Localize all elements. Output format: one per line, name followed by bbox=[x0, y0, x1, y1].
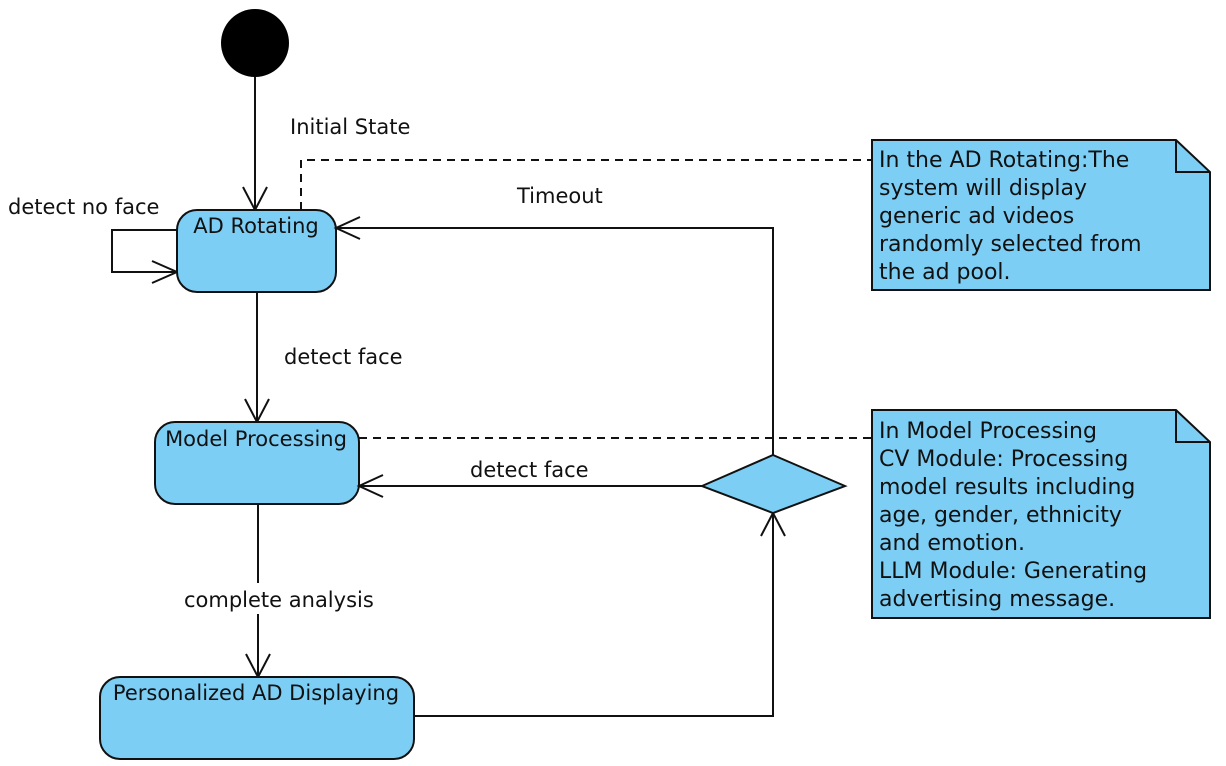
label-initial-state: Initial State bbox=[290, 115, 410, 139]
note-model-processing-line-1: In Model Processing bbox=[879, 419, 1097, 444]
state-personalized-ad-label: Personalized AD Displaying bbox=[113, 681, 399, 705]
state-model-processing-label: Model Processing bbox=[165, 427, 347, 451]
initial-node bbox=[221, 9, 289, 77]
note-ad-rotating-line-2: system will display bbox=[879, 176, 1087, 201]
state-personalized-ad bbox=[99, 676, 415, 760]
note-ad-rotating-line-3: generic ad videos bbox=[879, 204, 1074, 229]
note-ad-rotating-line-4: randomly selected from bbox=[879, 232, 1142, 257]
note-ad-rotating: In the AD Rotating:The system will displ… bbox=[871, 139, 1211, 291]
note-model-processing-line-4: age, gender, ethnicity bbox=[879, 503, 1122, 528]
note-model-processing-line-2: CV Module: Processing bbox=[879, 447, 1128, 472]
note-model-processing-line-6: LLM Module: Generating bbox=[879, 559, 1147, 584]
note-model-processing-line-3: model results including bbox=[879, 475, 1135, 500]
edge-initial-to-ad-rotating bbox=[242, 77, 268, 213]
edge-detect-no-face-loop bbox=[111, 229, 180, 284]
note-ad-rotating-line-5: the ad pool. bbox=[879, 260, 1011, 285]
edge-personalized-to-decision bbox=[414, 510, 786, 717]
label-detect-face-2: detect face bbox=[470, 458, 589, 482]
decision-node bbox=[699, 453, 848, 515]
label-complete-analysis: complete analysis bbox=[184, 588, 374, 612]
label-detect-face-1: detect face bbox=[284, 345, 403, 369]
note-model-processing-line-5: and emotion. bbox=[879, 531, 1025, 556]
state-ad-rotating-label: AD Rotating bbox=[193, 214, 319, 238]
edge-detect-face bbox=[244, 292, 270, 425]
note-ad-rotating-line-1: In the AD Rotating:The bbox=[879, 148, 1129, 173]
label-detect-no-face: detect no face bbox=[8, 195, 159, 219]
note-model-processing: In Model Processing CV Module: Processin… bbox=[871, 409, 1211, 619]
note-model-processing-line-7: advertising message. bbox=[879, 587, 1115, 612]
edge-timeout bbox=[333, 216, 774, 455]
note-connector-ad-rotating bbox=[300, 159, 872, 210]
label-timeout: Timeout bbox=[516, 184, 603, 208]
edge-decision-detect-face bbox=[356, 474, 702, 498]
